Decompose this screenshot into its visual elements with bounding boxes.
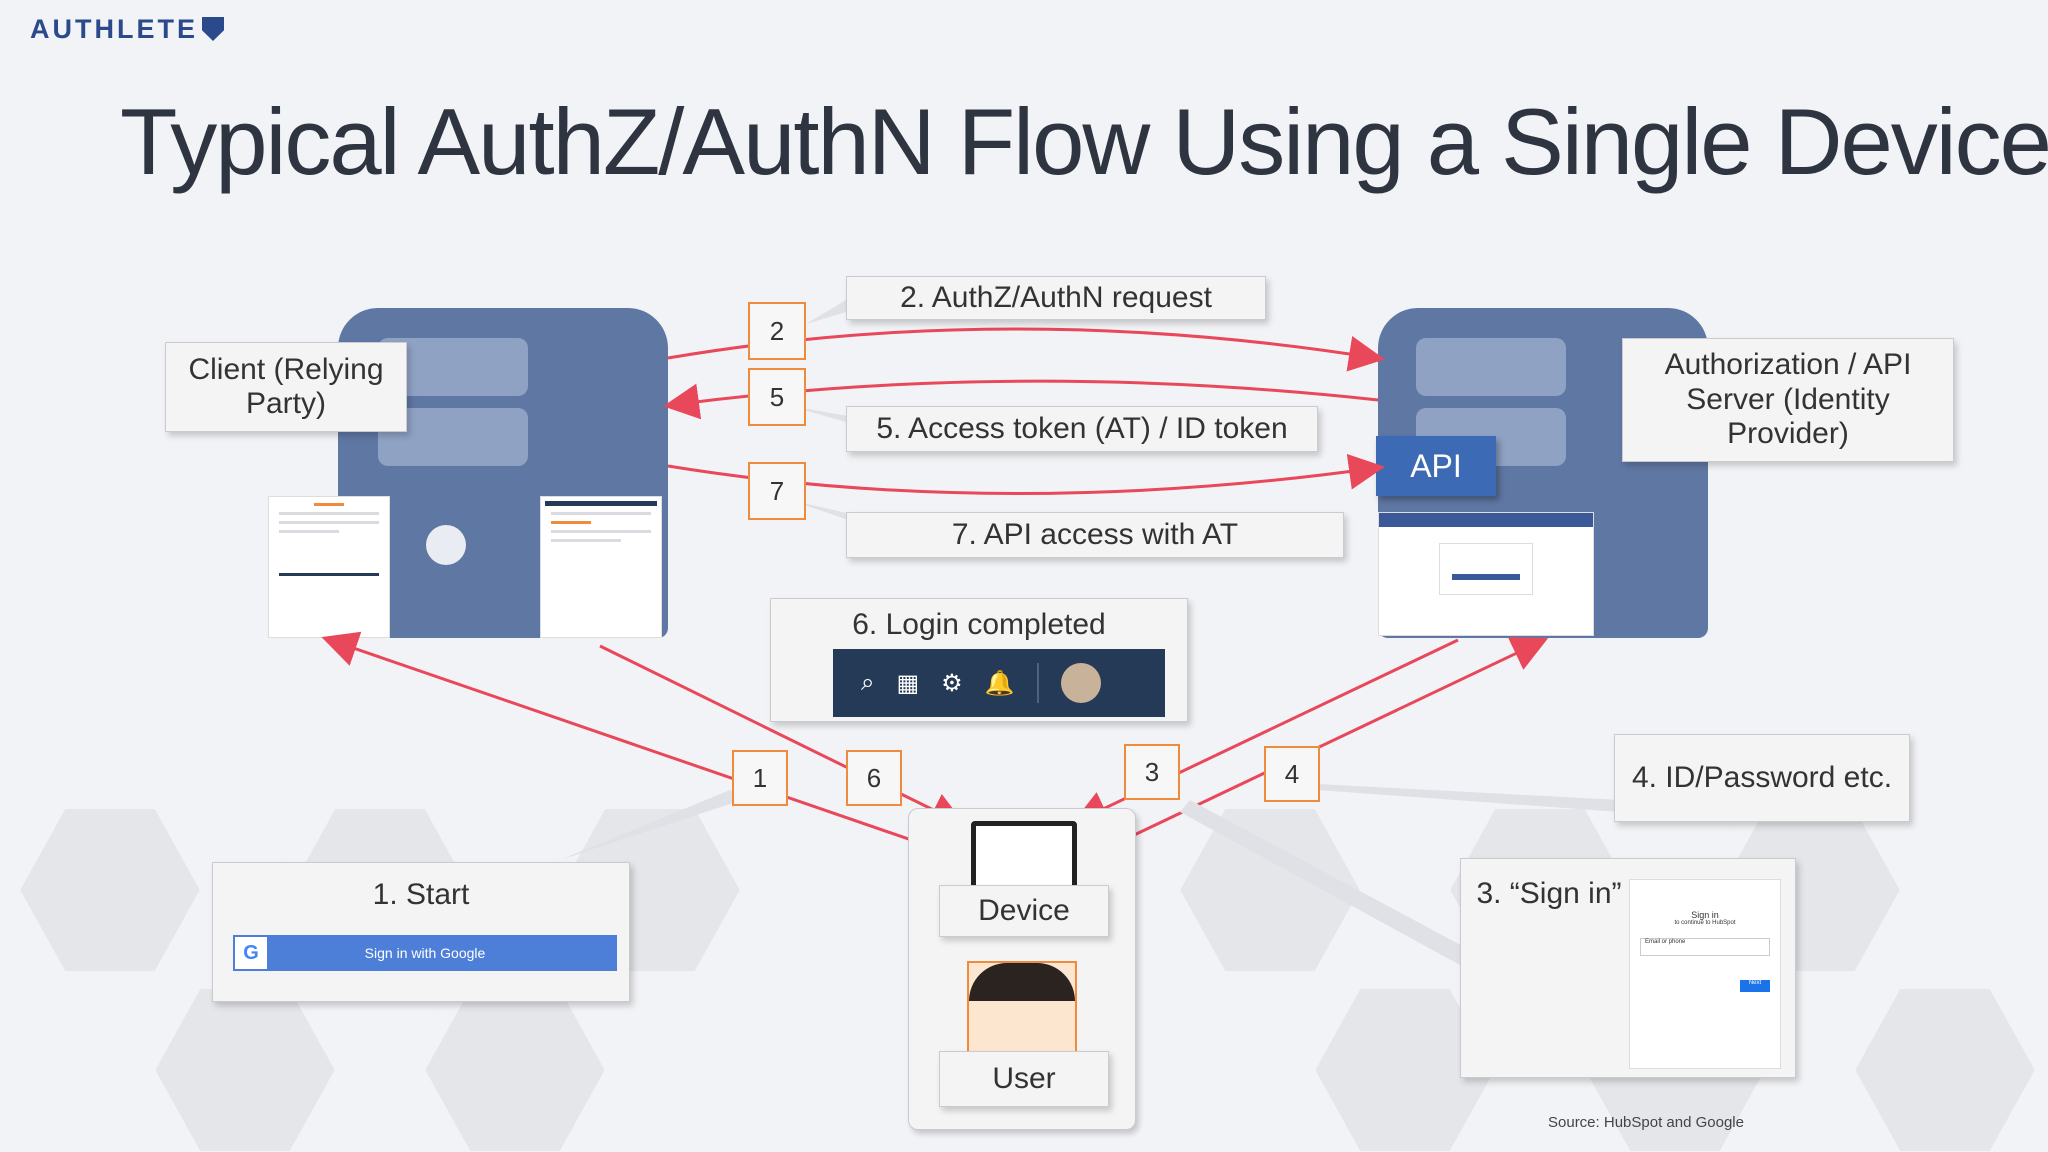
step-number-6: 6 xyxy=(846,750,902,806)
step-number-4: 4 xyxy=(1264,746,1320,802)
step-3-label: 3. “Sign in” xyxy=(1476,876,1622,910)
callout-tail-4 xyxy=(1318,784,1620,812)
step-7-label: 7. API access with AT xyxy=(846,512,1344,558)
arrow-1 xyxy=(321,631,959,858)
search-icon[interactable]: ⌕ xyxy=(861,669,875,696)
step-6-callout: 6. Login completed ⌕ ▦ ⚙ 🔔 xyxy=(770,598,1188,722)
device-user-panel: Device User xyxy=(908,808,1136,1130)
step-1-label: 1. Start xyxy=(372,877,470,911)
step-number-5: 5 xyxy=(748,368,806,426)
user-avatar xyxy=(967,961,1077,1067)
client-label: Client (Relying Party) xyxy=(165,342,407,432)
server-label: Authorization / API Server (Identity Pro… xyxy=(1622,338,1954,462)
callout-tail-1 xyxy=(560,790,742,860)
authlete-logo: AUTHLETE xyxy=(30,14,224,45)
step-4-label: 4. ID/Password etc. xyxy=(1614,734,1910,822)
callout-tail-5 xyxy=(790,406,860,426)
avatar-hair xyxy=(969,963,1075,1001)
gear-icon[interactable]: ⚙ xyxy=(941,669,963,697)
logo-text: AUTHLETE xyxy=(30,14,198,44)
step-3-callout: 3. “Sign in” Sign in to continue to HubS… xyxy=(1460,858,1796,1078)
step-number-2: 2 xyxy=(748,302,806,360)
signin-email-field: Email or phone xyxy=(1640,938,1770,956)
laptop-icon xyxy=(971,821,1077,893)
callout-tail-2 xyxy=(806,300,846,324)
hubspot-toolbar: ⌕ ▦ ⚙ 🔔 xyxy=(833,649,1165,717)
step-5-label: 5. Access token (AT) / ID token xyxy=(846,406,1318,452)
hubspot-app-screenshot xyxy=(540,496,662,638)
google-icon: G xyxy=(235,937,267,969)
bell-icon[interactable]: 🔔 xyxy=(984,669,1015,697)
user-label: User xyxy=(939,1051,1109,1107)
hubspot-login-screenshot xyxy=(268,496,390,638)
signin-heading: Sign in xyxy=(1691,910,1719,920)
drive-bay xyxy=(1416,338,1566,396)
step-number-1: 1 xyxy=(732,750,788,806)
google-signin-button[interactable]: G Sign in with Google xyxy=(233,935,617,971)
step-1-callout: 1. Start G Sign in with Google xyxy=(212,862,630,1002)
step-number-7: 7 xyxy=(748,462,806,520)
api-badge: API xyxy=(1376,436,1496,496)
google-signin-screenshot: Sign in to continue to HubSpot Email or … xyxy=(1629,879,1781,1069)
slide-title: Typical AuthZ/AuthN Flow Using a Single … xyxy=(120,89,2048,194)
google-signin-label: Sign in with Google xyxy=(364,945,486,961)
step-number-3: 3 xyxy=(1124,744,1180,800)
avatar[interactable] xyxy=(1060,663,1101,703)
device-label: Device xyxy=(939,885,1109,937)
power-button-icon xyxy=(426,525,466,565)
step-6-label: 6. Login completed xyxy=(852,607,1106,641)
signin-next-button: Next xyxy=(1740,980,1770,992)
step-2-label: 2. AuthZ/AuthN request xyxy=(846,276,1266,320)
store-icon[interactable]: ▦ xyxy=(896,669,920,697)
callout-tail-3 xyxy=(1180,800,1470,965)
source-note: Source: HubSpot and Google xyxy=(1548,1114,1744,1131)
shield-icon xyxy=(202,17,224,41)
facebook-login-screenshot xyxy=(1378,512,1594,636)
signin-sub: to continue to HubSpot xyxy=(1674,920,1736,926)
login-dialog xyxy=(1439,543,1533,595)
callout-tail-7 xyxy=(790,500,860,524)
facebook-header xyxy=(1379,513,1593,527)
